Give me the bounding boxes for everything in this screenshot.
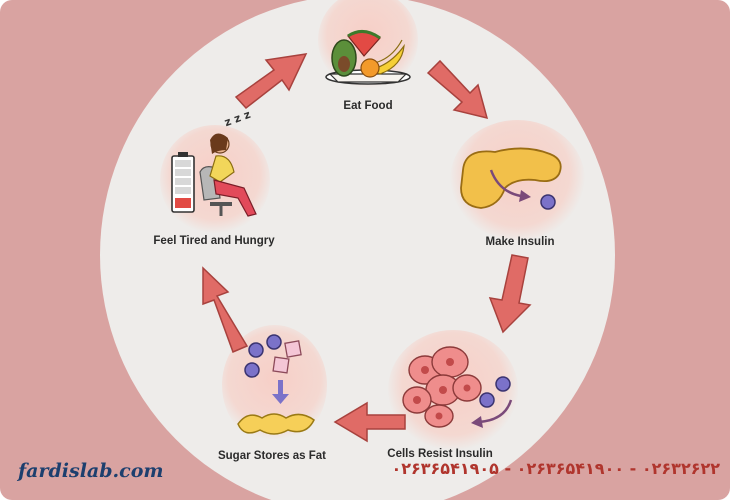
make-insulin-label: Make Insulin <box>485 236 555 248</box>
phone-numbers: ۰۲۶۳۶۵۴۱۹۰۵ - ۰۲۶۳۶۵۴۱۹۰۰ - ۰۲۶۳۲۶۲۲ <box>391 459 720 478</box>
arrow-tired-to-eat <box>234 53 308 110</box>
cells-resist-insulin-label: Cells Resist Insulin <box>387 448 493 460</box>
battery-low-icon <box>171 152 195 213</box>
arrow-eat-to-insulin <box>426 59 489 120</box>
sugar-stores-as-fat-label: Sugar Stores as Fat <box>217 450 327 462</box>
cells-icon <box>402 346 513 428</box>
feel-tired-and-hungry-label: Feel Tired and Hungry <box>153 235 275 247</box>
eat-food-label: Eat Food <box>343 100 393 112</box>
fat-storage-icon <box>237 334 315 435</box>
pancreas-icon <box>460 147 562 210</box>
watermark-text: fardislab.com <box>18 460 164 482</box>
arrow-sugar-to-tired <box>202 266 249 354</box>
arrow-cells-to-sugar <box>333 401 406 443</box>
arrow-insulin-to-cells <box>488 254 532 334</box>
food-plate-icon <box>325 30 411 85</box>
tired-person-icon <box>171 133 257 217</box>
